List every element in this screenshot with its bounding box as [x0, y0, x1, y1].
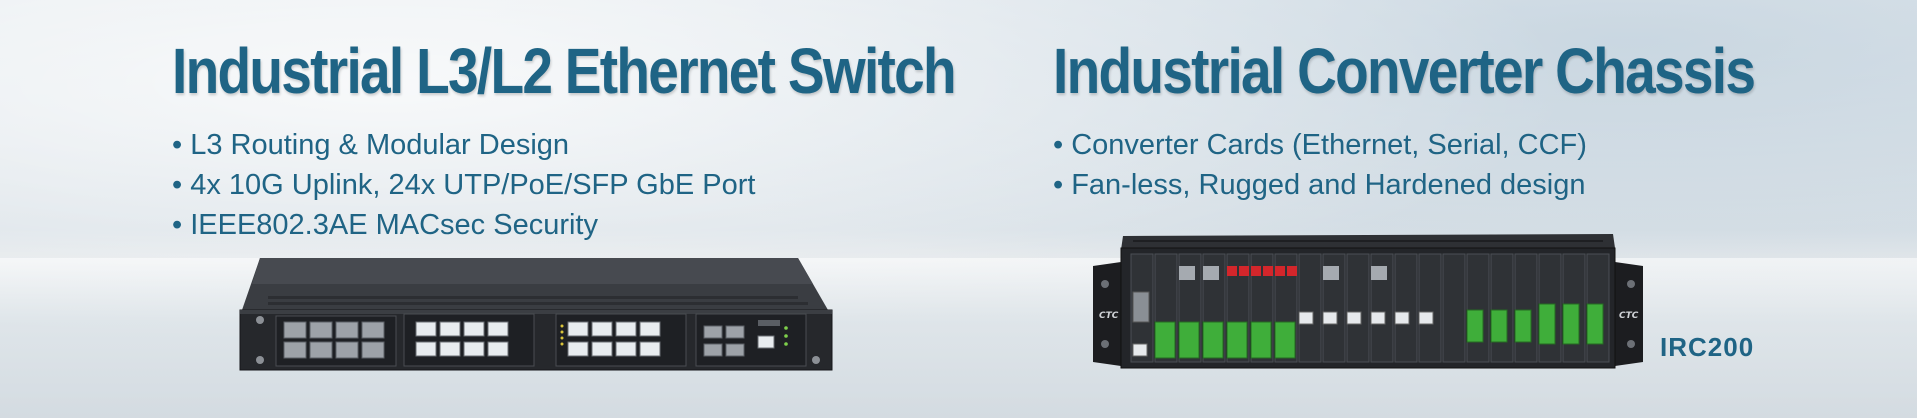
chassis-feature-list: • Converter Cards (Ethernet, Serial, CCF… [1053, 125, 1587, 205]
switch-feature-3: • IEEE802.3AE MACsec Security [172, 209, 598, 241]
svg-text:CTC: CTC [1099, 311, 1119, 321]
ethernet-switch-image [239, 258, 833, 371]
switch-feature-2: • 4x 10G Uplink, 24x UTP/PoE/SFP GbE Por… [172, 169, 756, 201]
switch-title: Industrial L3/L2 Ethernet Switch [172, 35, 957, 107]
converter-chassis-image: CTC CTC [1093, 234, 1643, 369]
chassis-feature-1: • Converter Cards (Ethernet, Serial, CCF… [1053, 129, 1587, 161]
chassis-title: Industrial Converter Chassis [1053, 35, 1756, 107]
chassis-feature-2: • Fan-less, Rugged and Hardened design [1053, 169, 1586, 201]
chassis-model-label: IRC200 [1660, 332, 1755, 362]
switch-feature-list: • L3 Routing & Modular Design • 4x 10G U… [172, 125, 755, 245]
svg-text:CTC: CTC [1619, 311, 1639, 321]
switch-feature-1: • L3 Routing & Modular Design [172, 129, 570, 161]
